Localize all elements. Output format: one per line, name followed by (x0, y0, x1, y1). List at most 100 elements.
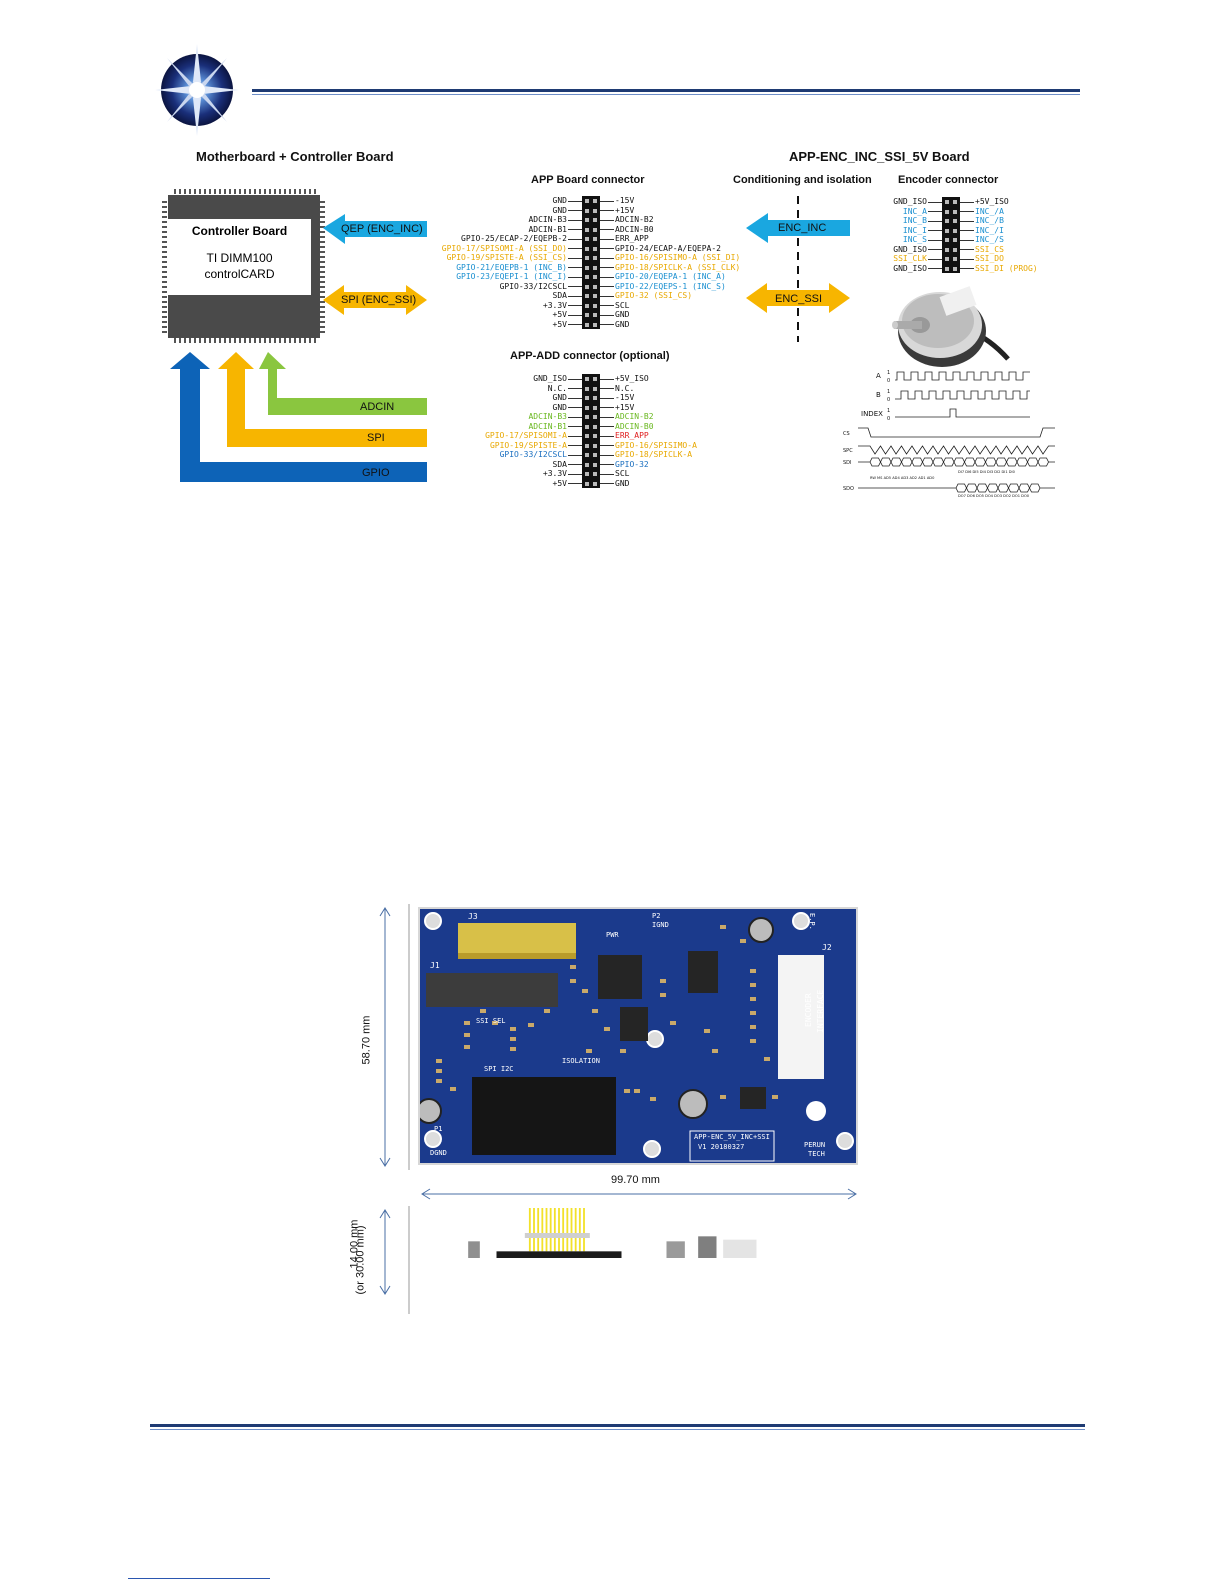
adcin-arrow-label: ADCIN (360, 401, 395, 413)
pin-label-left: ADCIN-B1 (528, 421, 567, 431)
connector-pin-block (582, 374, 600, 488)
pin-lead (568, 397, 582, 399)
smd-component (464, 1033, 470, 1037)
pin-label-left: GND_ISO (533, 374, 567, 383)
enc-inc-arrow (746, 213, 850, 243)
pin-lead (600, 238, 614, 240)
pin-label-left: GPIO-19/SPISTE-A (SSI_CS) (446, 253, 567, 262)
pin-lead (960, 258, 974, 260)
wave-cs-label: CS (843, 431, 850, 437)
encoder-connector-title: Encoder connector (898, 174, 999, 186)
controller-line1: TI DIMM100 (206, 251, 273, 265)
pin-lead (568, 248, 582, 250)
pin-lead (568, 295, 582, 297)
connector-row: GPIO-17/SPISOMI-A (SSI_DO)GPIO-24/ECAP-A… (430, 244, 752, 254)
smd-component (660, 979, 666, 983)
smd-component (712, 1049, 718, 1053)
pin-lead (568, 229, 582, 231)
smd-component (750, 983, 756, 987)
pin-label-right: SSI_DI (PROG) (975, 263, 1038, 273)
connector-pin-block (942, 197, 960, 273)
silk-isolation: ISOLATION (562, 1057, 600, 1065)
pin-label-left: GPIO-25/ECAP-2/EQEPB-2 (461, 234, 567, 243)
pin-label-right: GND (615, 310, 630, 319)
wave-sdo-data: DO7 DO6 DO5 DO4 DO3 DO2 DO1 DO0 (958, 494, 1030, 498)
pcb-side-view (468, 1208, 757, 1258)
smd-component (436, 1059, 442, 1063)
pin-label-left: GPIO-33/I2CSCL (499, 450, 567, 459)
rotary-encoder-image (892, 286, 1010, 367)
pin-lead (600, 200, 614, 202)
silk-j1: J1 (430, 961, 440, 970)
connector-row: GND -15V (430, 196, 752, 206)
smd-component (720, 1095, 726, 1099)
pin-label-left: SSI_CLK (893, 254, 927, 263)
pin-label-right: ERR_APP (615, 431, 649, 440)
footer-rule (150, 1424, 1085, 1427)
pin-lead (568, 388, 582, 390)
pin-label-right: SSI_DO (975, 254, 1004, 263)
wave-a (895, 371, 1030, 381)
pin-lead (600, 286, 614, 288)
silk-j3: J3 (468, 912, 478, 921)
pin-label-right: GPIO-16/SPISIMO-A (615, 440, 697, 450)
wave-sdi (858, 457, 1055, 467)
connector-row: GND_ISO+5V_ISO (430, 374, 752, 384)
chip-pins-bottom (174, 338, 316, 343)
smd-component (634, 1089, 640, 1093)
pin-lead (960, 239, 974, 241)
height-dimension-label: 58.70 mm (360, 1015, 373, 1065)
connector-row: +5V GND (430, 320, 752, 330)
pin-label-left: +5V (552, 319, 567, 329)
silk-ep: E.P. (808, 913, 816, 930)
wave-spc-label: SPC (843, 448, 853, 454)
pin-lead (600, 276, 614, 278)
silk-ssi-sel: SSI SEL (476, 1017, 506, 1025)
height-dimension (379, 904, 410, 1170)
pin-lead (960, 268, 974, 270)
pin-label-right: +15V (615, 402, 635, 412)
controller-line2: controlCARD (204, 267, 275, 281)
pin-lead (960, 211, 974, 213)
pin-label-right: -15V (615, 196, 635, 205)
left-arrows (170, 214, 427, 482)
wave-a-1: 1 (887, 370, 890, 376)
enc-ssi-arrow (746, 283, 850, 313)
pin-lead (600, 397, 614, 399)
pin-lead (600, 416, 614, 418)
smd-component (750, 969, 756, 973)
encoder-waveforms: A 1 0 B 1 0 INDEX 1 0 CS SPC SDI SDO RW … (843, 370, 1055, 498)
silk-p2: P2 (652, 912, 661, 920)
pin-lead (568, 210, 582, 212)
pin-lead (568, 464, 582, 466)
smd-component (604, 1027, 610, 1031)
pin-lead (568, 276, 582, 278)
silk-ignd: IGND (652, 921, 669, 929)
wave-b-label: B (876, 391, 881, 399)
pin-label-left: GND (552, 196, 567, 205)
pin-label-right: GND (615, 319, 630, 329)
pin-label-left: ADCIN-B3 (528, 215, 567, 224)
pcb-artwork (420, 912, 854, 1162)
smd-component (660, 993, 666, 997)
pin-label-right: +5V_ISO (975, 197, 1009, 206)
pin-label-right: ADCIN-B0 (615, 224, 654, 234)
smd-component (624, 1089, 630, 1093)
connector-row: GND-15V (430, 393, 752, 403)
pin-lead (600, 248, 614, 250)
pin-label-right: INC_/S (975, 235, 1004, 244)
pin-label-left: SDA (552, 459, 567, 469)
spi-bus-arrow-label: SPI (367, 432, 385, 444)
connector-row: GPIO-23/EQEPI-1 (INC_I)GPIO-20/EQEPA-1 (… (430, 272, 752, 282)
pin-lead (600, 314, 614, 316)
j3-header (458, 923, 576, 953)
pin-label-right: GPIO-32 (615, 459, 649, 469)
